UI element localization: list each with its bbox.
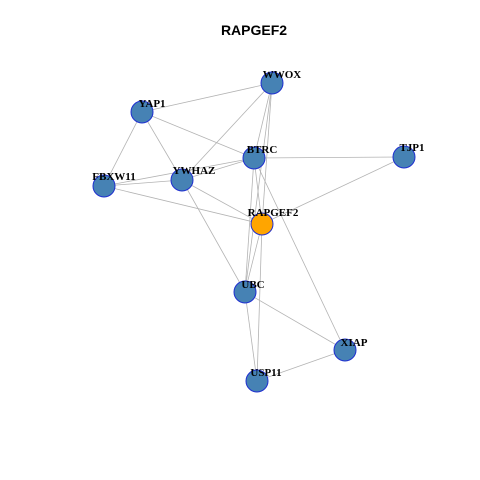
edge-btrc-ubc	[244, 157, 255, 293]
edge-ubc-usp11	[244, 291, 258, 382]
edge-ywhaz-btrc	[181, 157, 255, 181]
edge-rapgef2-ubc	[244, 223, 263, 293]
node-label-yap1: YAP1	[138, 98, 165, 110]
node-wwox	[260, 71, 284, 95]
edge-wwox-rapgef2	[261, 82, 273, 225]
edge-yap1-wwox	[141, 82, 273, 113]
node-label-rapgef2: RAPGEF2	[248, 207, 299, 219]
node-tjp1	[392, 145, 416, 169]
edge-wwox-btrc	[253, 82, 273, 159]
node-btrc	[242, 146, 266, 170]
node-xiap	[333, 338, 357, 362]
edge-yap1-btrc	[141, 111, 255, 159]
node-fbxw11	[92, 174, 116, 198]
edge-ywhaz-rapgef2	[181, 179, 263, 225]
node-label-usp11: USP11	[250, 367, 281, 379]
edge-ywhaz-ubc	[181, 179, 246, 293]
edge-layer	[103, 82, 405, 382]
edge-fbxw11-ywhaz	[103, 179, 183, 187]
node-yap1	[130, 100, 154, 124]
edge-btrc-xiap	[253, 157, 346, 351]
node-rapgef2	[250, 212, 274, 236]
node-label-wwox: WWOX	[263, 69, 302, 81]
edge-wwox-ubc	[244, 82, 273, 293]
edge-wwox-ywhaz	[181, 82, 273, 181]
node-label-btrc: BTRC	[247, 144, 278, 156]
node-label-ubc: UBC	[241, 279, 264, 291]
node-ywhaz	[170, 168, 194, 192]
edge-ubc-xiap	[244, 291, 346, 351]
node-label-fbxw11: FBXW11	[92, 171, 135, 183]
edge-usp11-xiap	[256, 349, 346, 382]
diagram-title: RAPGEF2	[221, 22, 287, 38]
edge-rapgef2-usp11	[256, 223, 263, 382]
edge-fbxw11-rapgef2	[103, 185, 263, 225]
node-label-tjp1: TJP1	[399, 142, 424, 154]
edge-btrc-tjp1	[253, 156, 405, 159]
node-layer	[92, 71, 416, 393]
edge-yap1-fbxw11	[103, 111, 143, 187]
node-usp11	[245, 369, 269, 393]
node-label-ywhaz: YWHAZ	[173, 165, 216, 177]
node-ubc	[233, 280, 257, 304]
edge-yap1-ywhaz	[141, 111, 183, 181]
edge-tjp1-rapgef2	[261, 156, 405, 225]
node-label-xiap: XIAP	[341, 337, 368, 349]
